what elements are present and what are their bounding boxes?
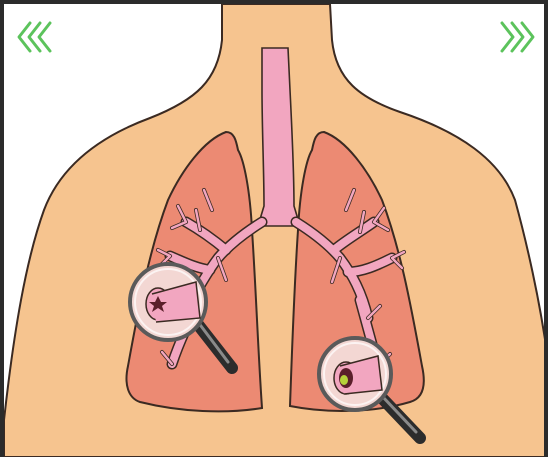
frame-border-left <box>0 0 4 457</box>
previous-button[interactable] <box>16 20 56 54</box>
triple-chevron-left-icon <box>16 20 56 54</box>
frame-border-right <box>544 0 548 457</box>
triple-chevron-right-icon <box>496 20 536 54</box>
frame-border-top <box>0 0 548 4</box>
next-button[interactable] <box>496 20 536 54</box>
